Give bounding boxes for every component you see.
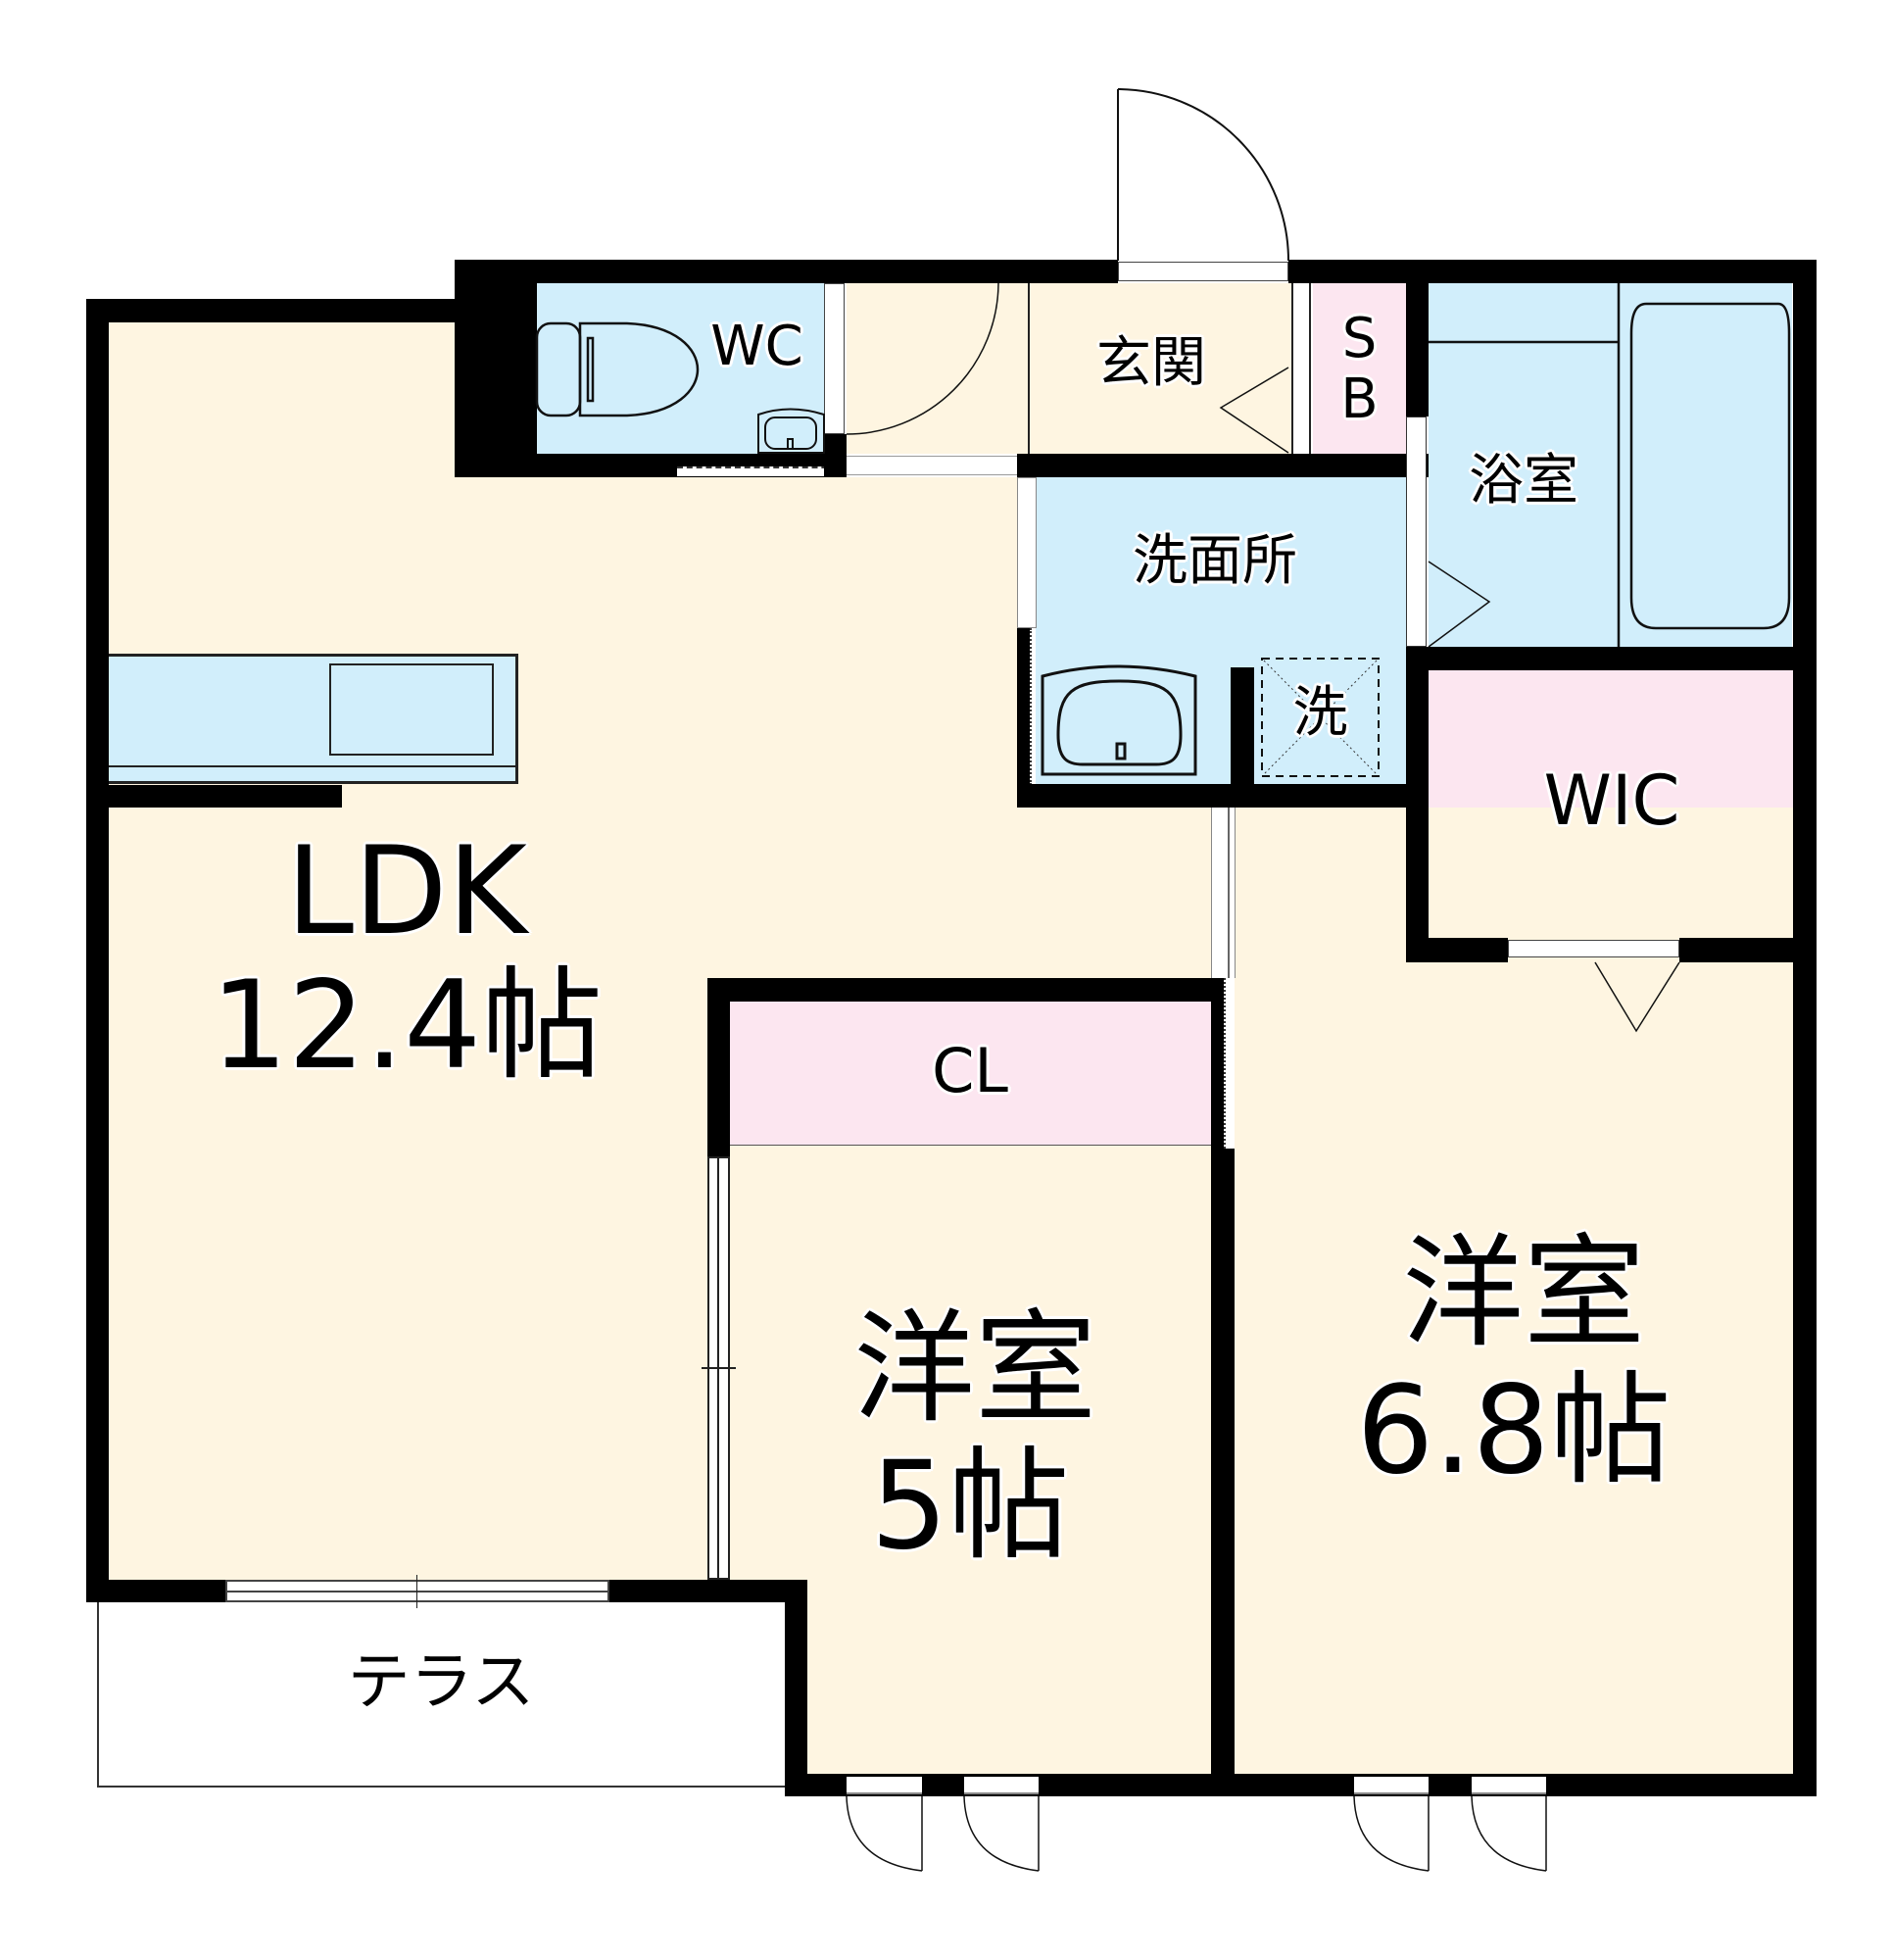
window-w2-a — [1354, 1777, 1429, 1794]
bathroom-floor — [1429, 283, 1792, 647]
ldk-size-label: 12.4帖 — [211, 956, 604, 1097]
wall-washroom-bottom — [1017, 784, 1429, 808]
wall-kitchen-stub — [86, 785, 342, 808]
window-w1-b — [964, 1777, 1039, 1794]
wall-western-divider — [1211, 1149, 1235, 1796]
ldk-label: LDK — [286, 821, 527, 962]
ldk-window-center — [416, 1575, 417, 1608]
ldk-floor-lower — [109, 785, 707, 1580]
washer-label: 洗 — [1292, 681, 1348, 745]
wic-label: WIC — [1543, 760, 1680, 841]
bathtub-icon — [1429, 283, 1791, 647]
western-room-1-door-mark — [702, 1367, 736, 1369]
wall-closet-left — [707, 978, 730, 1156]
wc-door[interactable] — [824, 283, 845, 434]
washbasin-icon — [1041, 664, 1197, 776]
washroom-sliding-track — [1030, 628, 1036, 785]
toilet-icon — [535, 321, 700, 417]
wall-ldk-bottom-left — [86, 1580, 225, 1602]
ldk-floor-right — [1017, 804, 1211, 978]
kitchen-counter-edge — [109, 765, 516, 767]
wic-door-marker-icon — [1594, 961, 1680, 1033]
wall-washroom-left — [1017, 628, 1030, 808]
wic-door-opening[interactable] — [1508, 940, 1679, 957]
window-swing-icons — [846, 1795, 1547, 1872]
wall-right — [1793, 260, 1817, 1796]
western-divider-track — [1224, 978, 1235, 1149]
window-w1-a — [847, 1777, 922, 1794]
wall-bath-left-lower — [1406, 647, 1429, 962]
wall-wc-right-stub — [824, 434, 847, 477]
western-room-2-door-divider — [1228, 808, 1230, 978]
shoe-box-label-b: B — [1340, 368, 1379, 431]
entrance-door-opening[interactable] — [1118, 262, 1288, 281]
terrace-area — [97, 1602, 787, 1788]
wc-sliding-track — [677, 466, 847, 476]
wall-bath-left-upper — [1406, 260, 1429, 416]
western-room-2-size-label: 6.8帖 — [1356, 1360, 1672, 1501]
wall-bottom — [785, 1774, 1817, 1796]
wall-wc-left-block — [455, 261, 537, 477]
bathroom-door-marker-icon — [1428, 561, 1491, 648]
entrance-floor — [1017, 283, 1291, 455]
closet-floor — [730, 1002, 1211, 1147]
entrance-label: 玄関 — [1096, 331, 1206, 395]
hall-floor — [847, 283, 1017, 454]
wall-western-divider-upper — [1211, 978, 1224, 1149]
western-room-1-size-label: 5帖 — [870, 1436, 1070, 1577]
closet-label: CL — [932, 1035, 1008, 1106]
wall-ldk-top — [86, 299, 478, 322]
wall-bath-wic — [1406, 647, 1817, 670]
ldk-window-mid — [225, 1591, 609, 1592]
wc-floor — [537, 283, 824, 454]
bathroom-label: 浴室 — [1469, 449, 1578, 513]
wall-top — [455, 260, 1118, 283]
hall-opening — [847, 456, 1017, 475]
wall-top-right — [1288, 260, 1817, 283]
western-room-2-floor-top — [1235, 808, 1407, 964]
washroom-sliding-door[interactable] — [1017, 477, 1037, 628]
hall-door-swing-icon — [846, 282, 999, 435]
wall-washroom-partition — [1231, 667, 1254, 784]
shoe-box-door[interactable] — [1291, 283, 1311, 455]
entrance-step-line — [1028, 283, 1030, 455]
terrace-label: テラス — [347, 1646, 535, 1719]
entrance-door-marker-icon — [1219, 367, 1289, 454]
wall-wic-bottom-left — [1406, 938, 1508, 962]
wall-ldk-bottom-right — [609, 1580, 807, 1602]
bathroom-door[interactable] — [1406, 416, 1427, 647]
western-room-2-label: 洋室 — [1401, 1223, 1645, 1364]
kitchen-sink — [329, 663, 494, 756]
wall-western-1-left — [785, 1580, 807, 1796]
shoe-box-label-s: S — [1341, 307, 1378, 370]
western-room-2-sliding-door[interactable] — [1211, 808, 1236, 978]
window-w2-b — [1472, 1777, 1546, 1794]
washer-cross-lines — [1263, 660, 1378, 775]
western-room-2-floor — [1235, 808, 1797, 1774]
washroom-label: 洗面所 — [1133, 529, 1297, 593]
shoe-box-area — [1313, 283, 1406, 455]
western-room-1-floor — [730, 1146, 1211, 1774]
washing-machine-pan-icon — [1261, 658, 1380, 777]
washroom-floor — [1030, 477, 1406, 784]
wc-handsink-icon — [757, 408, 825, 454]
western-room-1-label: 洋室 — [852, 1298, 1096, 1440]
wall-ldk-left — [86, 299, 109, 1602]
wall-closet-top — [707, 978, 1211, 1002]
ldk-floor-notch — [109, 978, 707, 998]
entrance-door-swing-icon — [1117, 88, 1289, 262]
wc-label: WC — [710, 315, 803, 378]
wall-entrance-bottom — [1017, 454, 1429, 477]
